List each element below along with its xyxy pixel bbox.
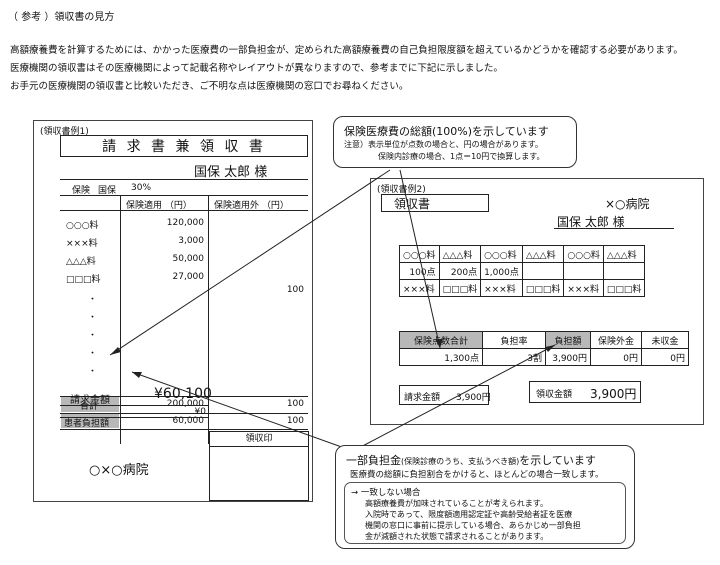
leader-line-copay-2: [354, 344, 556, 451]
row-label: △△△料: [66, 257, 96, 267]
column-insured: 保険適用 （円）: [126, 201, 192, 211]
receipt-example-2: (領収書例2) 領収書 ×○病院 国保 太郎 様 ○○○料 △△△料 ○○○料 …: [370, 178, 704, 425]
example1-title: 請 求 書 兼 領 収 書: [102, 139, 266, 155]
grid-cell: □□□料: [602, 279, 646, 297]
row-label: ○○○料: [66, 221, 99, 231]
summary-header: 負担額: [545, 331, 591, 349]
page-title: （ 参考 ）領収書の見方: [8, 12, 115, 23]
insurance-type: 国保: [98, 186, 117, 196]
copay-insured: 60,000: [172, 416, 205, 426]
example2-title: 領収書: [394, 197, 431, 211]
example2-patient: 国保 太郎 様: [557, 215, 625, 229]
example2-summary-table: 保険点数合計 負担率 負担額 保険外金 未収金 1,300点 3割 3,900円…: [399, 331, 689, 366]
example1-title-box: 請 求 書 兼 領 収 書: [60, 135, 308, 157]
dot: ・: [88, 349, 98, 359]
uninsured-item-value: 100: [286, 285, 304, 295]
example2-hospital: ×○病院: [605, 197, 650, 211]
example2-items-grid: ○○○料 △△△料 ○○○料 △△△料 ○○○料 △△△料 100点 200点 …: [399, 245, 646, 297]
callout-inner-box: → 一致しない場合 高額療養費が加味されていることが考えられます。 入院時であっ…: [344, 482, 626, 544]
dot: ・: [88, 367, 98, 377]
callout-bottom-title-tail: を示しています: [519, 454, 596, 467]
callout-top-note-2: 保険内診療の場合、1点＝10円で換算します。: [378, 152, 545, 161]
dot: ・: [88, 331, 98, 341]
divider: [60, 179, 308, 180]
row-insured: 27,000: [172, 272, 205, 282]
total-highlight: [61, 397, 119, 412]
total-uninsured: 100: [286, 399, 304, 409]
callout-bottom-sub: 医療費の総額に負担割合をかけると、ほとんどの場合一致します。: [350, 470, 604, 480]
insurance-rate: 30%: [131, 183, 152, 193]
example2-billed-box: 請求金額 3,900円: [399, 385, 491, 405]
billed-amount: ¥60,100: [154, 386, 212, 402]
receipt-stamp-label: 領収印: [210, 432, 308, 447]
grid-cell: 100点: [399, 262, 440, 280]
intro-line-1: 高額療養費を計算するためには、かかった医療費の一部負担金が、定められた高額療養費…: [10, 45, 683, 56]
dot: ・: [88, 313, 98, 323]
total-label: 合計: [80, 402, 99, 412]
example1-caption: (領収書例1): [40, 127, 89, 137]
callout-bottom-title-small: (保険診療のうち、支払うべき額): [401, 457, 520, 466]
arrowhead: [435, 339, 443, 348]
received-label: 領収金額: [536, 390, 573, 400]
callout-top-note-1: 注意）表示単位が点数の場合と、円の場合があります。: [344, 140, 543, 149]
example2-received-box: 領収金額 3,900円: [529, 381, 641, 403]
callout-top-title: 保険医療費の総額(100%)を示しています: [344, 125, 549, 138]
example2-title-box: 領収書: [381, 194, 489, 212]
insurance-label: 保険: [72, 186, 91, 196]
row-insured: 50,000: [172, 254, 205, 264]
leader-line-total-1: [109, 169, 391, 356]
hospital-name: ○×○病院: [89, 463, 149, 478]
example1-patient: 国保 太郎 様: [194, 165, 268, 180]
leader-line-copay-1: [131, 371, 351, 451]
arrowhead: [110, 347, 121, 355]
received-amount: 3,900円: [590, 387, 637, 401]
row-label: ×××料: [66, 239, 98, 249]
callout-bottom-title: 一部負担金(保険診療のうち、支払うべき額)を示しています: [346, 452, 596, 468]
summary-value: 1,300点: [399, 348, 483, 366]
inner-line: 入院時であって、限度額適用認定証や高齢受給者証を医療: [365, 510, 573, 519]
example1-table: 保険適用 （円） 保険適用外 （円） ○○○料 120,000 ×××料 3,0…: [60, 195, 308, 444]
leader-line-total-2: [399, 169, 441, 349]
arrowhead: [132, 372, 142, 378]
grid-cell: ×××料: [480, 279, 523, 297]
callout-total-cost: 保険医療費の総額(100%)を示しています 注意）表示単位が点数の場合と、円の場…: [333, 116, 577, 168]
billed-label: 請求金額: [70, 395, 110, 406]
grid-cell: ×××料: [399, 279, 440, 297]
callout-copay: 一部負担金(保険診療のうち、支払うべき額)を示しています 医療費の総額に負担割合…: [335, 445, 635, 549]
intro-line-3: お手元の医療機関の領収書と比較いただき、ご不明な点は医療機関の窓口でお尋ねくださ…: [10, 81, 409, 92]
callout-bottom-title-main: 一部負担金: [346, 454, 401, 467]
total-insured: 200,000: [166, 399, 204, 409]
inner-line: 金が減額された状態で請求されることがあります。: [365, 532, 549, 541]
column-uninsured: 保険適用外 （円）: [214, 201, 289, 211]
summary-value: 0円: [641, 348, 689, 366]
grid-cell: ×××料: [563, 279, 604, 297]
billed-label: 請求金額: [404, 393, 441, 403]
billed-amount: 3,900円: [456, 393, 491, 403]
inner-line: 機関の窓口に事前に提示している場合、あらかじめ一部負担: [365, 521, 581, 530]
inner-line: 高額療養費が加味されていることが考えられます。: [365, 499, 548, 508]
row-insured: 3,000: [178, 236, 204, 246]
receipt-stamp-box: 領収印: [209, 431, 309, 501]
row-label: □□□料: [66, 275, 101, 285]
intro-line-2: 医療機関の領収書はその医療機関によって記載名称やレイアウトが異なりますので、参考…: [10, 63, 503, 74]
example2-caption: (領収書例2): [377, 185, 426, 195]
inner-head: → 一致しない場合: [351, 488, 421, 498]
receipt-example-1: (領収書例1) 請 求 書 兼 領 収 書 国保 太郎 様 保険 国保 30% …: [33, 120, 313, 502]
dot: ・: [88, 295, 98, 305]
grid-cell: 1,000点: [480, 262, 523, 280]
arrowhead: [545, 345, 555, 352]
copay-label: 患者負担額: [64, 419, 110, 429]
copay-uninsured: 100: [286, 416, 304, 426]
zero-value: ¥0: [194, 407, 206, 417]
row-insured: 120,000: [166, 218, 204, 228]
